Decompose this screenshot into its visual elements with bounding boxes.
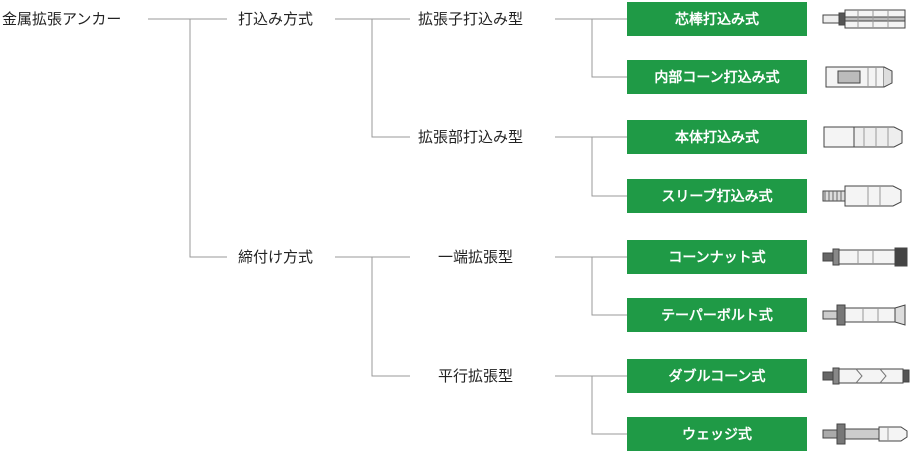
- leaf-body-driven[interactable]: 本体打込み式: [627, 120, 807, 154]
- method-tightened: 締付け方式: [238, 248, 314, 266]
- leaf-taper-bolt[interactable]: テーパーボルト式: [627, 298, 807, 332]
- root-node: 金属拡張アンカー: [2, 10, 122, 28]
- cone-nut-anchor-icon: [822, 247, 908, 267]
- leaf-cone-nut[interactable]: コーンナット式: [627, 240, 807, 274]
- sleeve-driven-anchor-icon: [822, 185, 902, 207]
- double-cone-anchor-icon: [822, 367, 910, 385]
- type-expander-driven: 拡張子打込み型: [418, 10, 524, 28]
- leaf-internal-cone-driven[interactable]: 内部コーン打込み式: [627, 60, 807, 94]
- body-driven-anchor-icon: [823, 126, 903, 148]
- pin-driven-anchor-icon: [822, 9, 906, 29]
- leaf-sleeve-driven[interactable]: スリーブ打込み式: [627, 179, 807, 213]
- wedge-anchor-icon: [822, 423, 908, 445]
- type-one-end-expansion: 一端拡張型: [438, 248, 514, 266]
- leaf-pin-driven[interactable]: 芯棒打込み式: [627, 2, 807, 36]
- internal-cone-anchor-icon: [825, 66, 893, 88]
- type-expansion-part-driven: 拡張部打込み型: [418, 128, 524, 146]
- leaf-double-cone[interactable]: ダブルコーン式: [627, 359, 807, 393]
- method-driven: 打込み方式: [238, 10, 314, 28]
- leaf-wedge[interactable]: ウェッジ式: [627, 417, 807, 451]
- type-parallel-expansion: 平行拡張型: [438, 367, 514, 385]
- taper-bolt-anchor-icon: [822, 304, 906, 326]
